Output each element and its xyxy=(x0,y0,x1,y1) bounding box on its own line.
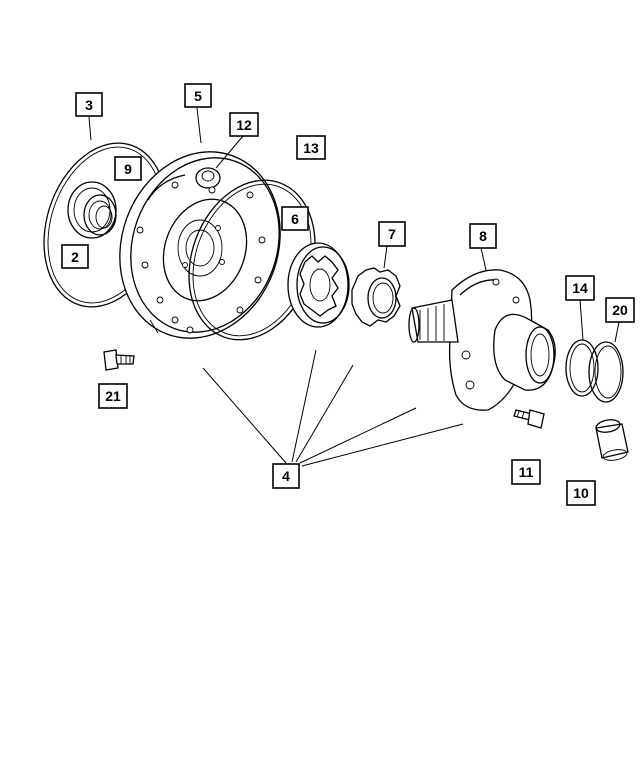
callout-20-label: 20 xyxy=(612,302,628,318)
part-20-seal-ring xyxy=(588,341,624,403)
callout-3-label: 3 xyxy=(85,97,93,113)
leader-lines xyxy=(88,107,620,467)
callout-6: 6 xyxy=(281,206,309,231)
callout-5-label: 5 xyxy=(194,88,202,104)
callout-5: 5 xyxy=(184,83,212,108)
part-11-bolt xyxy=(513,409,545,429)
callout-12-label: 12 xyxy=(236,117,252,133)
callout-21: 21 xyxy=(98,383,128,409)
callout-14: 14 xyxy=(565,275,595,301)
part-7-inner-gear xyxy=(351,267,401,327)
callout-7-label: 7 xyxy=(388,226,396,242)
callout-2: 2 xyxy=(61,244,89,269)
part-2-seal xyxy=(67,181,117,239)
callout-3: 3 xyxy=(75,92,103,117)
callout-8-label: 8 xyxy=(479,228,487,244)
part-8-pump-housing xyxy=(408,269,556,411)
callout-11-label: 11 xyxy=(519,464,534,480)
callout-6-label: 6 xyxy=(291,211,299,227)
part-14-seal-ring xyxy=(565,339,599,397)
callout-10-label: 10 xyxy=(573,485,589,501)
callout-20: 20 xyxy=(605,297,635,323)
callout-13-label: 13 xyxy=(303,140,319,156)
callout-13: 13 xyxy=(296,135,326,160)
callout-7: 7 xyxy=(378,221,406,247)
part-10-bushing xyxy=(595,419,629,461)
callout-9-label: 9 xyxy=(124,161,132,177)
callout-11: 11 xyxy=(511,459,541,485)
callout-12: 12 xyxy=(229,112,259,137)
part-5-reaction-plate xyxy=(119,151,281,339)
callout-2-label: 2 xyxy=(71,249,79,265)
callout-10: 10 xyxy=(566,480,596,506)
callout-4: 4 xyxy=(272,463,300,489)
part-21-bolt xyxy=(103,349,135,371)
part-6-outer-gear xyxy=(287,242,350,328)
callout-8: 8 xyxy=(469,223,497,249)
callout-9: 9 xyxy=(114,156,142,181)
callout-4-label: 4 xyxy=(282,468,290,484)
callout-14-label: 14 xyxy=(572,280,588,296)
part-12-plug xyxy=(195,167,221,194)
callout-21-label: 21 xyxy=(105,388,121,404)
